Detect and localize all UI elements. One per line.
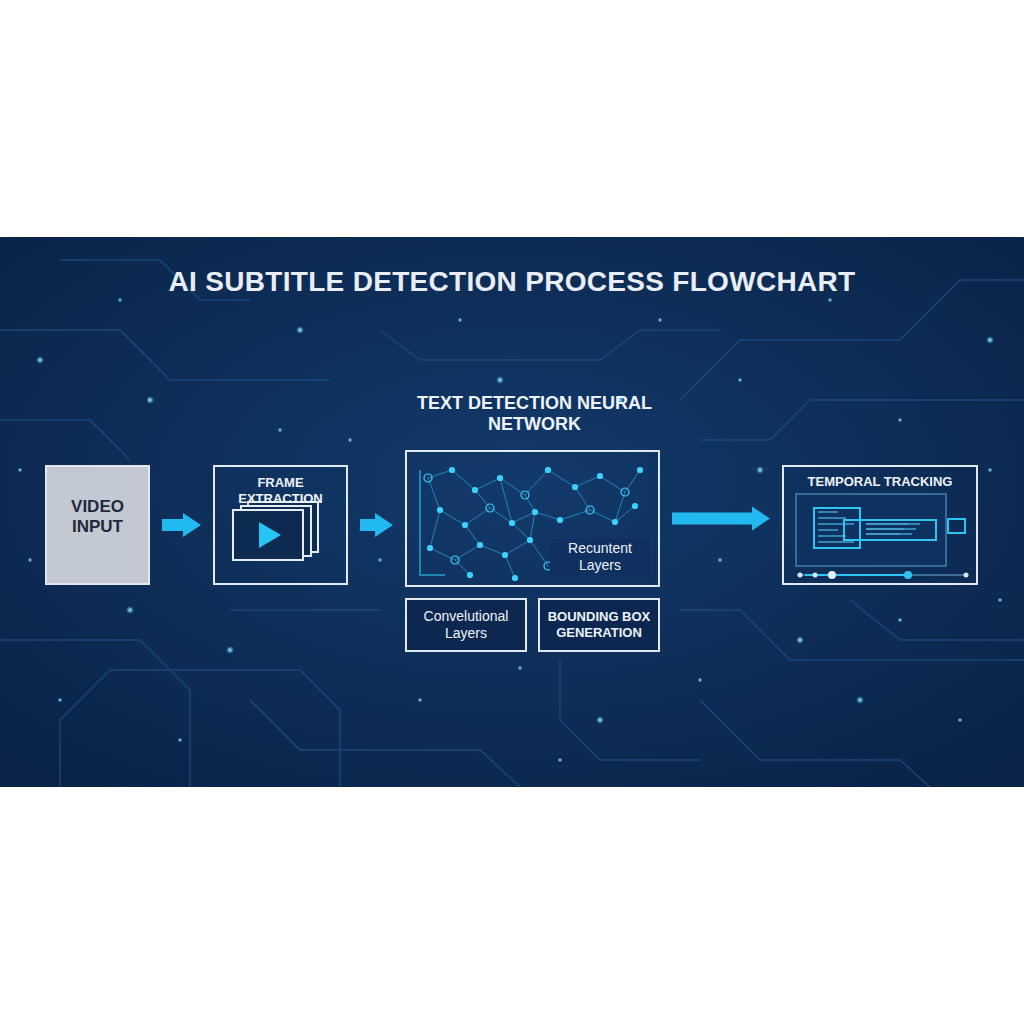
- process-box: TEMPORAL TRACKING: [782, 465, 978, 585]
- input-box: VIDEO INPUT: [45, 465, 150, 585]
- network-box: TEXT DETECTION NEURAL NETWORKRecuntent L…: [405, 450, 660, 587]
- glow-dots: [18, 298, 1003, 763]
- tracking-illustration: [796, 494, 969, 579]
- node-heading: TEXT DETECTION NEURAL NETWORK: [417, 393, 652, 436]
- node-label: TEMPORAL TRACKING: [808, 474, 953, 490]
- arrow-head: [183, 513, 201, 537]
- flow-arrow: [162, 513, 201, 537]
- layer-label: Recuntent Layers: [550, 539, 650, 575]
- arrow-head: [752, 507, 770, 531]
- arrow-shaft: [162, 519, 183, 531]
- dark-panel: [0, 237, 1024, 787]
- node-label: Convelutional Layers: [413, 608, 519, 642]
- node-label: FRAME EXTRACTION: [219, 475, 342, 506]
- arrow-shaft: [360, 519, 375, 531]
- flow-arrow: [360, 513, 393, 537]
- node-label: BOUNDING BOX GENERATION: [546, 609, 652, 640]
- layer-box: BOUNDING BOX GENERATION: [538, 598, 660, 652]
- arrow-head: [375, 513, 393, 537]
- flow-arrow: [672, 507, 770, 531]
- node-label: VIDEO INPUT: [53, 497, 142, 538]
- layer-box: Convelutional Layers: [405, 598, 527, 652]
- title: AI SUBTITLE DETECTION PROCESS FLOWCHART: [0, 266, 1024, 298]
- process-box: FRAME EXTRACTION: [213, 465, 348, 585]
- circuit-lines: [0, 260, 1024, 787]
- arrow-shaft: [672, 513, 752, 525]
- frames-icon: [233, 502, 318, 560]
